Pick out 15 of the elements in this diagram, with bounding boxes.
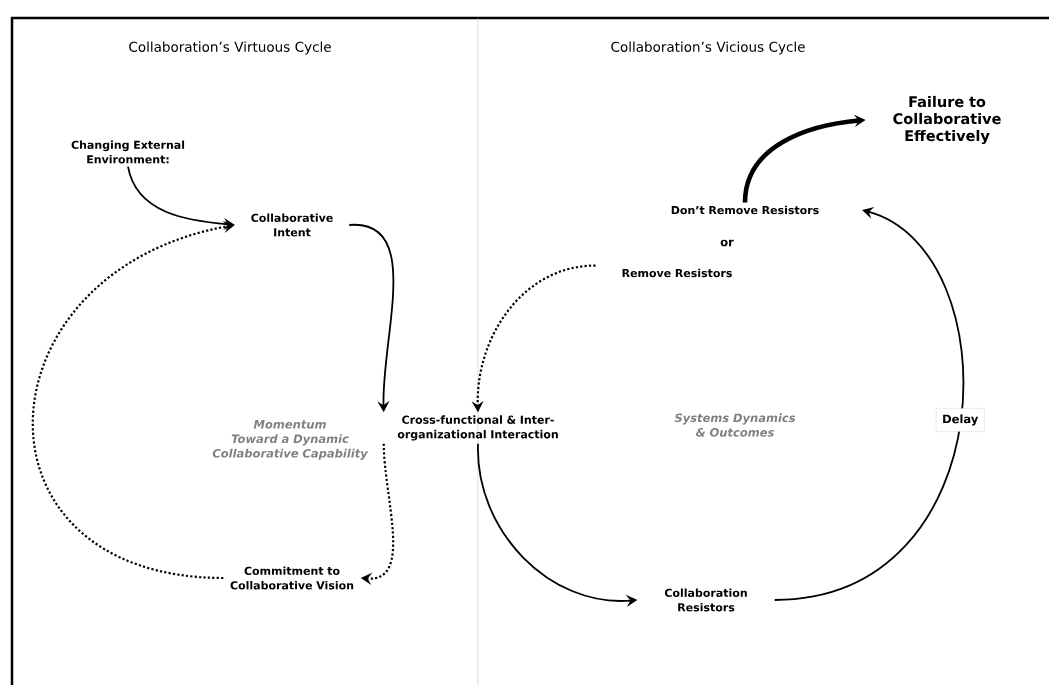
edge-label: Delay [935, 408, 985, 432]
node-label: Collaborative Intent [251, 213, 333, 237]
connector-word: or [720, 239, 734, 247]
node-label: Commitment to Collaborative Vision [230, 566, 354, 590]
node-label: Collaboration Resistors [664, 588, 747, 612]
arrow [773, 207, 965, 601]
note-text: Systems Dynamics & Outcomes [674, 413, 796, 437]
node-label: Changing External Environment: [71, 140, 185, 164]
node-label: Don’t Remove Resistors [671, 205, 819, 215]
node-label: Cross-functional & Inter-organizational Interaction [397, 415, 558, 441]
node-label: Failure to Collaborative Effectively [893, 95, 1001, 145]
note-text: Momentum Toward a Dynamic Collaborative Capability [212, 420, 369, 460]
node-label: Remove Resistors [622, 268, 732, 278]
heading: Collaboration’s Virtuous Cycle [129, 41, 331, 55]
heading: Collaboration’s Vicious Cycle [611, 41, 805, 55]
